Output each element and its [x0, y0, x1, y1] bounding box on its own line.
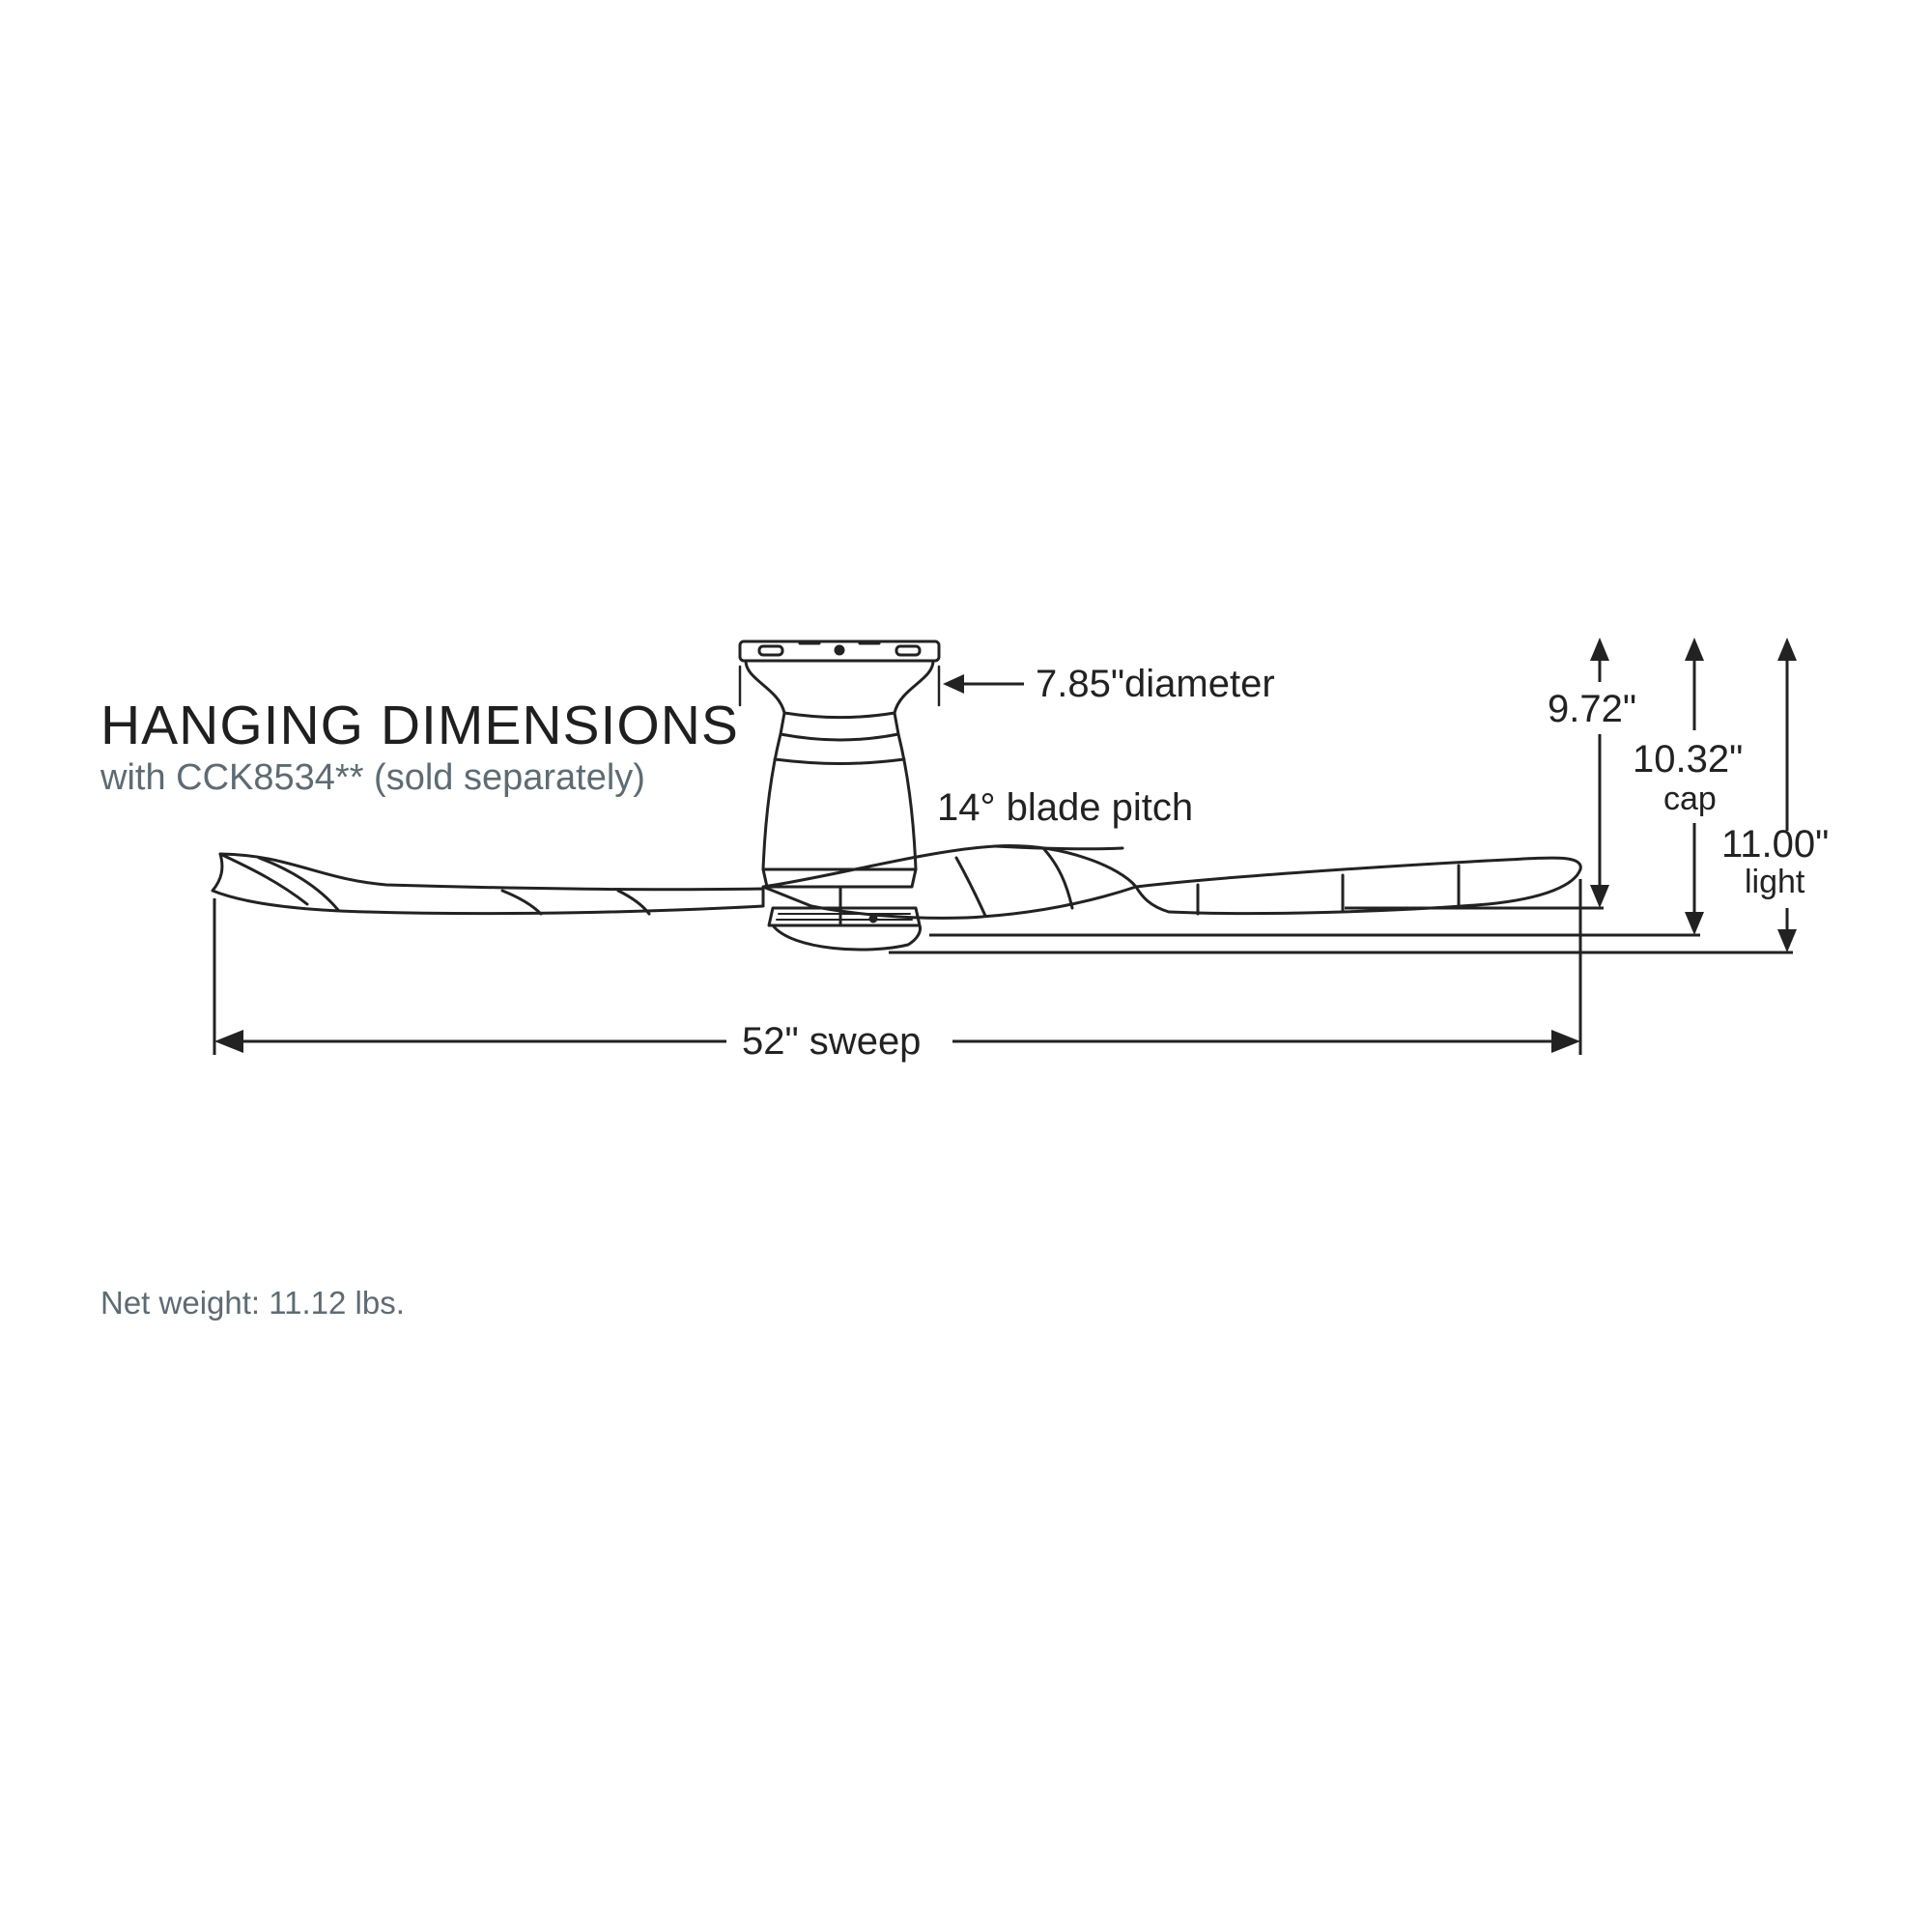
canopy-mount: [738, 639, 941, 663]
diagram-subtitle: with CCK8534** (sold separately): [100, 757, 645, 798]
sweep-arrow: [213, 879, 1582, 1055]
net-weight: Net weight: 11.12 lbs.: [100, 1285, 405, 1321]
height-note-light: light: [1745, 864, 1805, 900]
height-arrow-9-72: [1590, 638, 1609, 908]
diameter-label: 7.85"diameter: [1036, 663, 1275, 705]
height-arrow-11-00: [1777, 638, 1797, 952]
height-note-cap: cap: [1663, 781, 1717, 817]
light-kit: [761, 867, 922, 952]
height-label-9-72: 9.72": [1548, 688, 1637, 730]
blade-left: [211, 852, 765, 916]
height-label-10-32: 10.32": [1633, 738, 1744, 781]
blade-pitch-label: 14° blade pitch: [937, 786, 1194, 829]
diameter-arrow: [943, 674, 1024, 694]
height-arrow-10-32: [1685, 638, 1704, 935]
blade-right: [1134, 856, 1582, 916]
sweep-label: 52" sweep: [742, 1020, 922, 1063]
motor-housing: [744, 659, 935, 871]
height-label-11-00: 11.00": [1721, 823, 1830, 866]
diagram-title: HANGING DIMENSIONS: [100, 695, 739, 756]
